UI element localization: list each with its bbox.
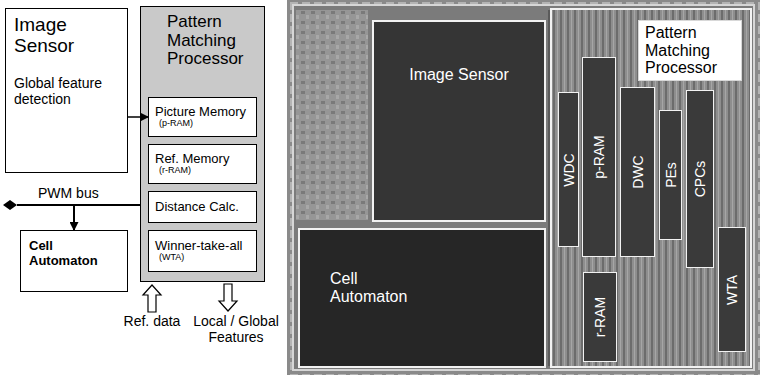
chip-region: Pattern Matching ProcessorWDC p-RAM DWC PEs… (550, 8, 752, 368)
block-subtitle: (r-RAM) (155, 166, 250, 176)
chip-sub-block: WTA (718, 227, 746, 352)
block-title: DWC (631, 155, 645, 188)
bus-port (3, 200, 17, 210)
block-title: CPCs (693, 161, 707, 198)
block-title: Cell Automaton (29, 239, 109, 269)
block-title: p-RAM (592, 135, 606, 179)
calc-block: Distance Calc. (148, 191, 257, 223)
block-subtitle: (p-RAM) (155, 119, 250, 129)
block-title: WDC (562, 153, 576, 186)
chip-region: Image Sensor (372, 20, 546, 222)
block-title: Winner-take-all (155, 239, 250, 253)
io-label: Local / Global Features (186, 313, 286, 345)
chip-region: Cell Automaton (298, 228, 546, 368)
chip-sub-block: WDC (558, 92, 579, 247)
io-label: Ref. data (116, 313, 188, 329)
bus-line (17, 204, 75, 206)
processor-block: Pattern Matching ProcessorPicture Memory… (140, 6, 265, 282)
wta-block: Winner-take-all(WTA) (148, 230, 257, 272)
memory-block: Ref. Memory(r-RAM) (148, 144, 257, 184)
bus-label: PWM bus (36, 185, 101, 201)
block-subtitle: Global feature detection (14, 75, 104, 107)
sensor-block: Image SensorGlobal feature detection (5, 8, 128, 173)
memory-block: Picture Memory(p-RAM) (148, 97, 257, 137)
chip-sub-block: p-RAM (582, 57, 616, 257)
block-title: Distance Calc. (155, 200, 250, 214)
block-title: Image Sensor (409, 66, 509, 84)
block-title: Ref. Memory (155, 152, 250, 166)
block-title: Picture Memory (155, 105, 250, 119)
block-subtitle: (WTA) (155, 253, 250, 263)
output-arrow (219, 284, 237, 311)
chip-sub-block: PEs (659, 110, 682, 240)
block-title: Image Sensor (14, 15, 94, 57)
block-title: r-RAM (593, 297, 607, 337)
block-title: WTA (725, 274, 739, 304)
block-title: Pattern Matching Processor (167, 13, 257, 69)
chip-sub-block: DWC (620, 87, 655, 257)
automaton-block: Cell Automaton (20, 230, 128, 292)
connector (74, 205, 140, 230)
input-arrow (143, 285, 161, 312)
connector (128, 116, 148, 118)
chip-sub-block: CPCs (686, 90, 714, 268)
processor-fill (140, 6, 265, 282)
block-title: Pattern Matching Processor (638, 20, 742, 81)
chip-sub-block: r-RAM (583, 272, 617, 362)
block-title: Cell Automaton (330, 270, 420, 307)
block-title: PEs (664, 162, 678, 188)
